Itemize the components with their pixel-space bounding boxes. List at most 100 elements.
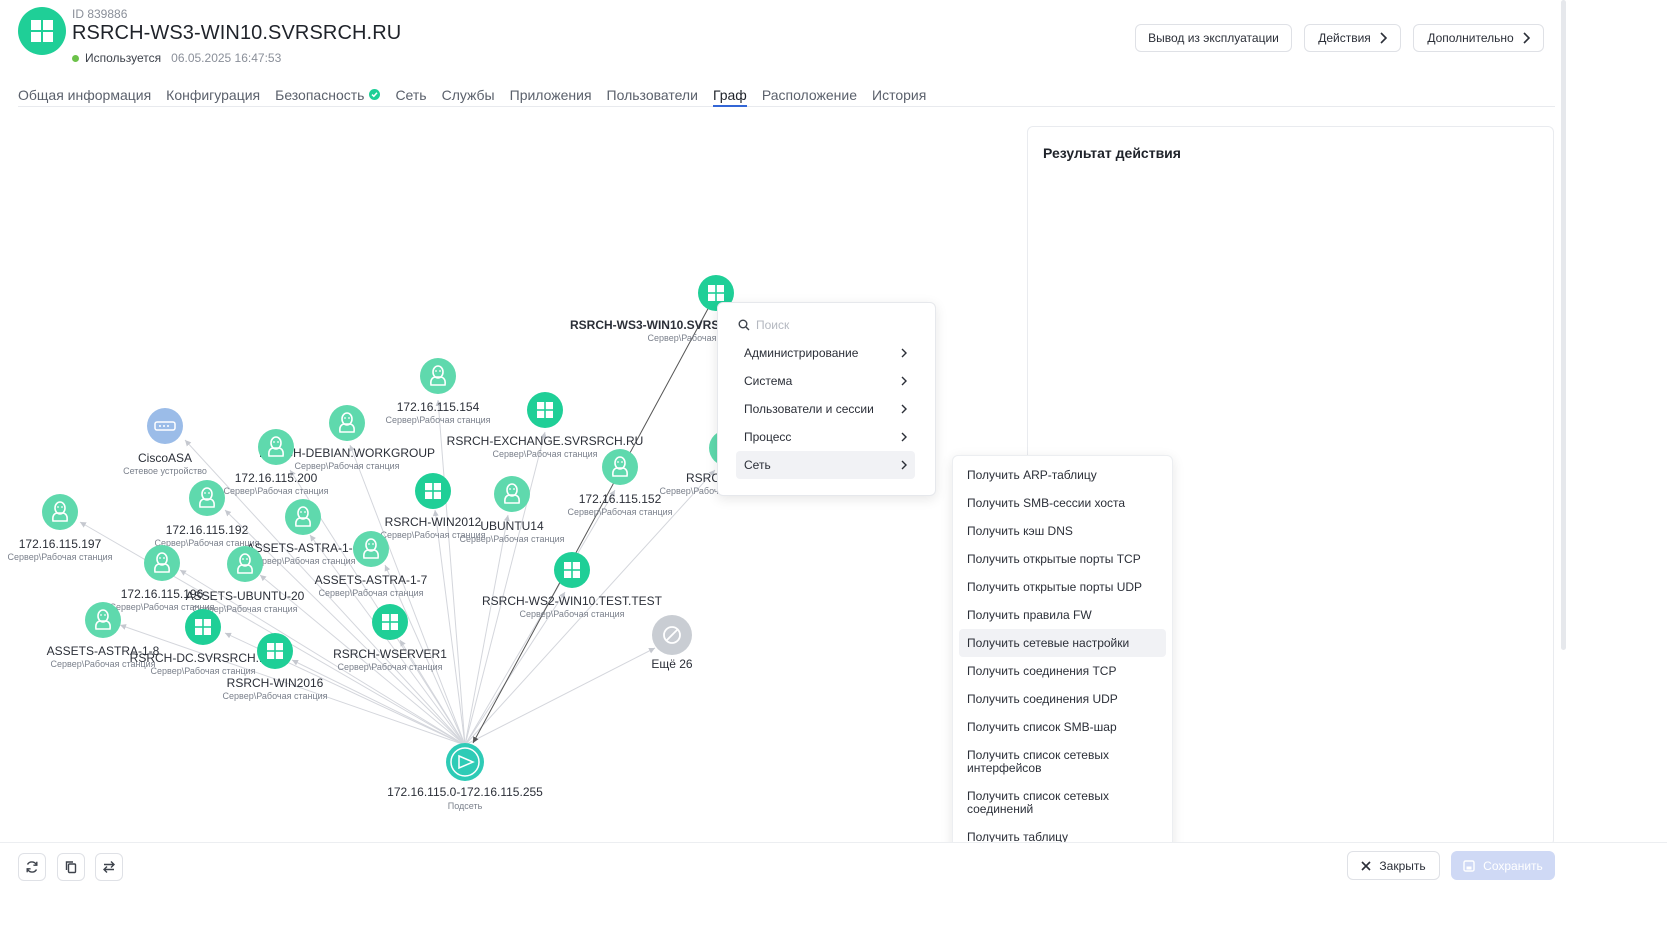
node-circle	[494, 476, 530, 512]
context-menu-search[interactable]: Поиск	[738, 311, 923, 339]
graph-node-ubuntu-20[interactable]	[227, 546, 263, 582]
tab-label: Приложения	[509, 87, 592, 103]
node-label: 172.16.115.154	[397, 400, 480, 414]
check-circle-icon	[369, 89, 381, 100]
node-label: ASSETS-ASTRA-1-7	[315, 573, 428, 587]
node-circle	[527, 392, 563, 428]
page-title: RSRCH-WS3-WIN10.SVRSRCH.RU	[72, 22, 402, 44]
node-label: RSRC	[686, 471, 720, 485]
node-label: RSRCH-EXCHANGE.SVRSRCH.RU	[447, 434, 644, 448]
tab-security[interactable]: Безопасность	[275, 85, 381, 107]
status-dot-icon	[72, 54, 79, 62]
node-sub: Сервер\Рабочая станция	[338, 662, 443, 672]
graph-node-astra-1-8[interactable]	[85, 602, 121, 638]
menu-item-users-sessions[interactable]: Пользователи и сессии	[736, 395, 915, 423]
tab-configuration[interactable]: Конфигурация	[166, 85, 260, 107]
graph-node-172-16-115-154[interactable]	[420, 358, 456, 394]
tab-network[interactable]: Сеть	[395, 85, 426, 107]
graph-node-172-16-115-192[interactable]	[189, 480, 225, 516]
node-sub: Сервер\Рабочая станция	[8, 552, 113, 562]
graph-node-172-16-115-152[interactable]	[602, 449, 638, 485]
submenu-item-udp-connections[interactable]: Получить соединения UDP	[967, 691, 1118, 706]
graph-node-win2012[interactable]	[415, 473, 451, 509]
node-label: 172.16.115.0-172.16.115.255	[387, 785, 543, 799]
graph-node-ciscoasa[interactable]	[147, 408, 183, 444]
more-button[interactable]: Дополнительно	[1413, 24, 1544, 52]
tab-label: Общая информация	[18, 87, 152, 103]
graph-node-172-16-115-197[interactable]	[42, 494, 78, 530]
tab-applications[interactable]: Приложения	[510, 85, 592, 107]
node-circle	[329, 405, 365, 441]
node-sub: Сервер\Рабочая станция	[648, 333, 753, 343]
save-icon	[1463, 859, 1475, 872]
swap-button[interactable]	[95, 853, 123, 881]
node-circle	[285, 499, 321, 535]
graph-node-astra-1-6[interactable]	[285, 499, 321, 535]
chevron-right-icon	[1523, 32, 1530, 44]
decommission-label: Вывод из эксплуатации	[1148, 31, 1279, 45]
subnet-icon	[450, 747, 480, 777]
submenu-item-network-interfaces[interactable]: Получить список сетевых интерфейсов	[967, 747, 1109, 775]
menu-item-label: Администрирование	[744, 346, 859, 360]
node-label: 172.16.115.192	[166, 523, 249, 537]
node-sub: Сервер\Рабочая станция	[295, 461, 400, 471]
graph-node-wserver1[interactable]	[372, 604, 408, 640]
submenu-item-arp-table[interactable]: Получить ARP-таблицу	[967, 467, 1097, 482]
submenu-item-smb-shares[interactable]: Получить список SMB-шар	[967, 719, 1117, 734]
node-label: RSRCH-DC.SVRSRCH.RU	[130, 651, 277, 665]
node-label: ASSETS-ASTRA-1-8	[47, 644, 160, 658]
node-sub: Сервер\Рабочая станция	[568, 507, 673, 517]
page-scrollbar[interactable]	[1561, 0, 1566, 650]
copy-icon	[65, 861, 77, 874]
submenu-item-network-connections[interactable]: Получить список сетевых соединений	[967, 788, 1109, 816]
node-sub: Сервер\Рабочая станция	[386, 415, 491, 425]
submenu-item-udp-ports[interactable]: Получить открытые порты UDP	[967, 579, 1143, 594]
graph-node-astra-1-7[interactable]	[353, 531, 389, 567]
graph-node-debian[interactable]	[329, 405, 365, 441]
menu-item-process[interactable]: Процесс	[736, 423, 915, 451]
tab-services[interactable]: Службы	[442, 85, 495, 107]
tab-history[interactable]: История	[872, 85, 926, 107]
node-circle	[227, 546, 263, 582]
graph-node-ws2[interactable]	[554, 552, 590, 588]
graph-node-dc[interactable]	[185, 609, 221, 645]
save-button[interactable]: Сохранить	[1451, 851, 1555, 880]
node-label: 172.16.115.196	[121, 587, 204, 601]
graph-node-win2016[interactable]	[257, 633, 293, 669]
menu-item-administration[interactable]: Администрирование	[736, 339, 915, 367]
menu-item-system[interactable]: Система	[736, 367, 915, 395]
node-circle	[554, 552, 590, 588]
refresh-button[interactable]	[18, 853, 46, 881]
graph-node-subnet[interactable]	[446, 743, 484, 781]
node-sub: Сетевое устройство	[123, 466, 207, 476]
chevron-right-icon	[901, 376, 907, 386]
node-context-menu: Поиск Администрирование Система Пользова…	[717, 302, 936, 496]
menu-item-label: Процесс	[744, 430, 792, 444]
actions-label: Действия	[1318, 31, 1371, 45]
actions-button[interactable]: Действия	[1304, 24, 1401, 52]
close-button[interactable]: Закрыть	[1347, 851, 1440, 880]
submenu-item-fw-rules[interactable]: Получить правила FW	[967, 607, 1092, 622]
tab-users[interactable]: Пользователи	[607, 85, 698, 107]
tab-graph[interactable]: Граф	[712, 85, 747, 107]
tab-location[interactable]: Расположение	[762, 85, 857, 107]
close-icon	[1361, 860, 1371, 871]
graph-node-more[interactable]	[652, 615, 692, 655]
copy-button[interactable]	[57, 853, 85, 881]
graph-node-ubuntu14[interactable]	[494, 476, 530, 512]
tab-general[interactable]: Общая информация	[18, 85, 151, 107]
decommission-button[interactable]: Вывод из эксплуатации	[1135, 24, 1292, 52]
graph-node-172-16-115-196[interactable]	[144, 545, 180, 581]
submenu-item-tcp-ports[interactable]: Получить открытые порты TCP	[967, 551, 1141, 566]
chevron-right-icon	[901, 432, 907, 442]
node-sub: Сервер\Рабочая станция	[223, 691, 328, 701]
submenu-item-tcp-connections[interactable]: Получить соединения TCP	[967, 663, 1117, 678]
node-label: 172.16.115.197	[19, 537, 102, 551]
submenu-item-smb-sessions[interactable]: Получить SMB-сессии хоста	[967, 495, 1126, 510]
node-sub: Сервер\Рабочая станция	[520, 609, 625, 619]
submenu-item-network-settings[interactable]: Получить сетевые настройки	[959, 629, 1166, 657]
menu-item-network[interactable]: Сеть	[736, 451, 915, 479]
graph-node-172-16-115-200[interactable]	[258, 429, 294, 465]
graph-node-exchange[interactable]	[527, 392, 563, 428]
submenu-item-dns-cache[interactable]: Получить кэш DNS	[967, 523, 1073, 538]
